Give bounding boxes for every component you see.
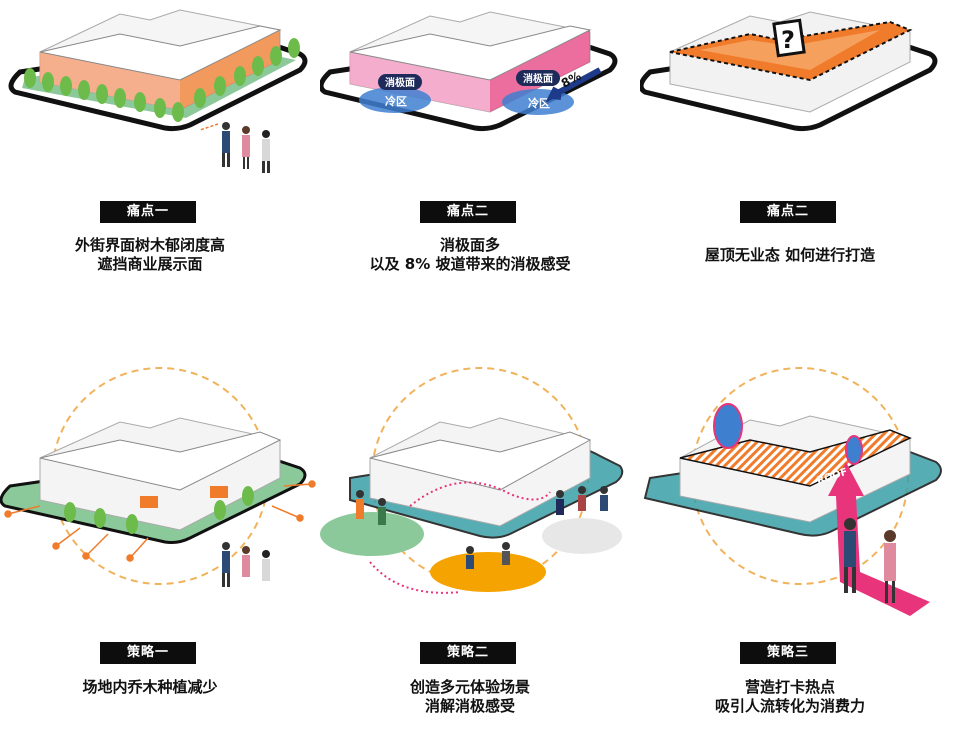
cold-zone-label-right: 冷区 [528, 96, 550, 110]
floor-label: 1F [875, 601, 892, 617]
tree-row [24, 38, 300, 122]
panel-pain-3: ? 痛点二 屋顶无业态 如何进行打造 [640, 0, 960, 366]
scene-green [320, 512, 424, 556]
panel-strategy-2: 策略二 创造多元体验场景 消解消极感受 [320, 366, 640, 732]
illustration-roof-hotspot: ROOF 1F [643, 367, 942, 617]
tag-pain-1: 痛点一 [100, 201, 196, 223]
caption-line: 外街界面树木郁闭度高 [74, 236, 225, 254]
caption-line: 屋顶无业态 如何进行打造 [704, 246, 876, 264]
pedestrians [222, 122, 270, 173]
caption-strategy-1: 场地内乔木种植减少 [0, 678, 300, 697]
sparse-trees [64, 486, 254, 534]
pedestrians [222, 542, 270, 587]
illustration-negative-faces: 冷区 冷区 消极面 消极面 8% [320, 11, 618, 132]
caption-pain-2: 消极面多 以及 8% 坡道带来的消极感受 [320, 236, 620, 274]
negative-face-label-right: 消极面 [523, 72, 553, 85]
panel-pain-1: 痛点一 外街界面树木郁闭度高 遮挡商业展示面 [0, 0, 320, 366]
caption-pain-3: 屋顶无业态 如何进行打造 [640, 246, 940, 265]
caption-line: 营造打卡热点 [744, 678, 835, 696]
flow-path [409, 481, 551, 507]
hotspot-left [713, 403, 743, 449]
scene-yellow [430, 552, 546, 592]
caption-strategy-3: 营造打卡热点 吸引人流转化为消费力 [640, 678, 940, 716]
caption-strategy-2: 创造多元体验场景 消解消极感受 [320, 678, 620, 716]
panel-pain-2: 冷区 冷区 消极面 消极面 8% 痛点二 消极面多 以及 8% 坡道带来的消极感… [320, 0, 640, 366]
tag-strategy-3: 策略三 [740, 642, 836, 664]
illustration-experience-scenes [320, 367, 624, 594]
scene-counter [542, 518, 622, 554]
cold-zone-left [359, 87, 431, 113]
visitors [844, 518, 896, 603]
caption-line: 吸引人流转化为消费力 [714, 697, 865, 715]
tag-strategy-2: 策略二 [420, 642, 516, 664]
caption-line: 创造多元体验场景 [409, 678, 530, 696]
panel-strategy-3: ROOF 1F 策略三 营造打卡热点 吸引人流转化为消费力 [640, 366, 960, 732]
panel-strategy-1: 策略一 场地内乔木种植减少 [0, 366, 320, 732]
tag-pain-2: 痛点二 [420, 201, 516, 223]
caption-line: 遮挡商业展示面 [97, 255, 203, 273]
view-arrows [4, 480, 316, 562]
cold-zone-label-left: 冷区 [385, 94, 407, 108]
illustration-empty-roof: ? [640, 11, 938, 132]
slope-arrow [545, 67, 602, 104]
caption-pain-1: 外街界面树木郁闭度高 遮挡商业展示面 [0, 236, 300, 274]
illustration-trees-blocking [8, 9, 308, 173]
caption-line: 以及 8% 坡道带来的消极感受 [369, 255, 571, 273]
people-group [356, 486, 608, 569]
hotspot-right [845, 435, 863, 465]
tag-strategy-1: 策略一 [100, 642, 196, 664]
illustration-fewer-trees [0, 367, 316, 587]
caption-line: 场地内乔木种植减少 [82, 678, 218, 696]
caption-line: 消解消极感受 [424, 697, 515, 715]
tag-pain-3: 痛点二 [740, 201, 836, 223]
negative-face-label-left: 消极面 [385, 76, 415, 89]
caption-line: 消极面多 [439, 236, 500, 254]
question-mark: ? [781, 26, 795, 54]
